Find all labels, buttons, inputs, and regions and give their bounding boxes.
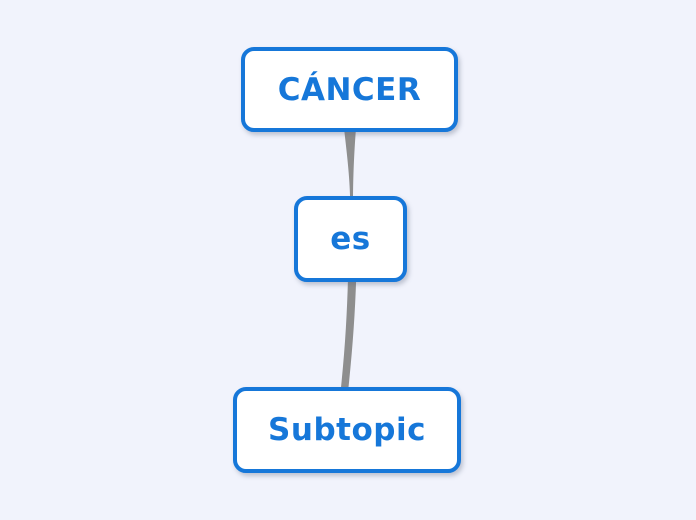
node-subtopic[interactable]: Subtopic — [233, 387, 461, 473]
node-cancer[interactable]: CÁNCER — [241, 47, 458, 132]
node-subtopic-label: Subtopic — [268, 412, 426, 448]
node-cancer-label: CÁNCER — [277, 71, 422, 108]
node-es[interactable]: es — [294, 196, 407, 282]
node-es-label: es — [330, 221, 371, 257]
connector-root-to-es — [344, 128, 356, 200]
connector-es-to-subtopic — [340, 278, 357, 392]
